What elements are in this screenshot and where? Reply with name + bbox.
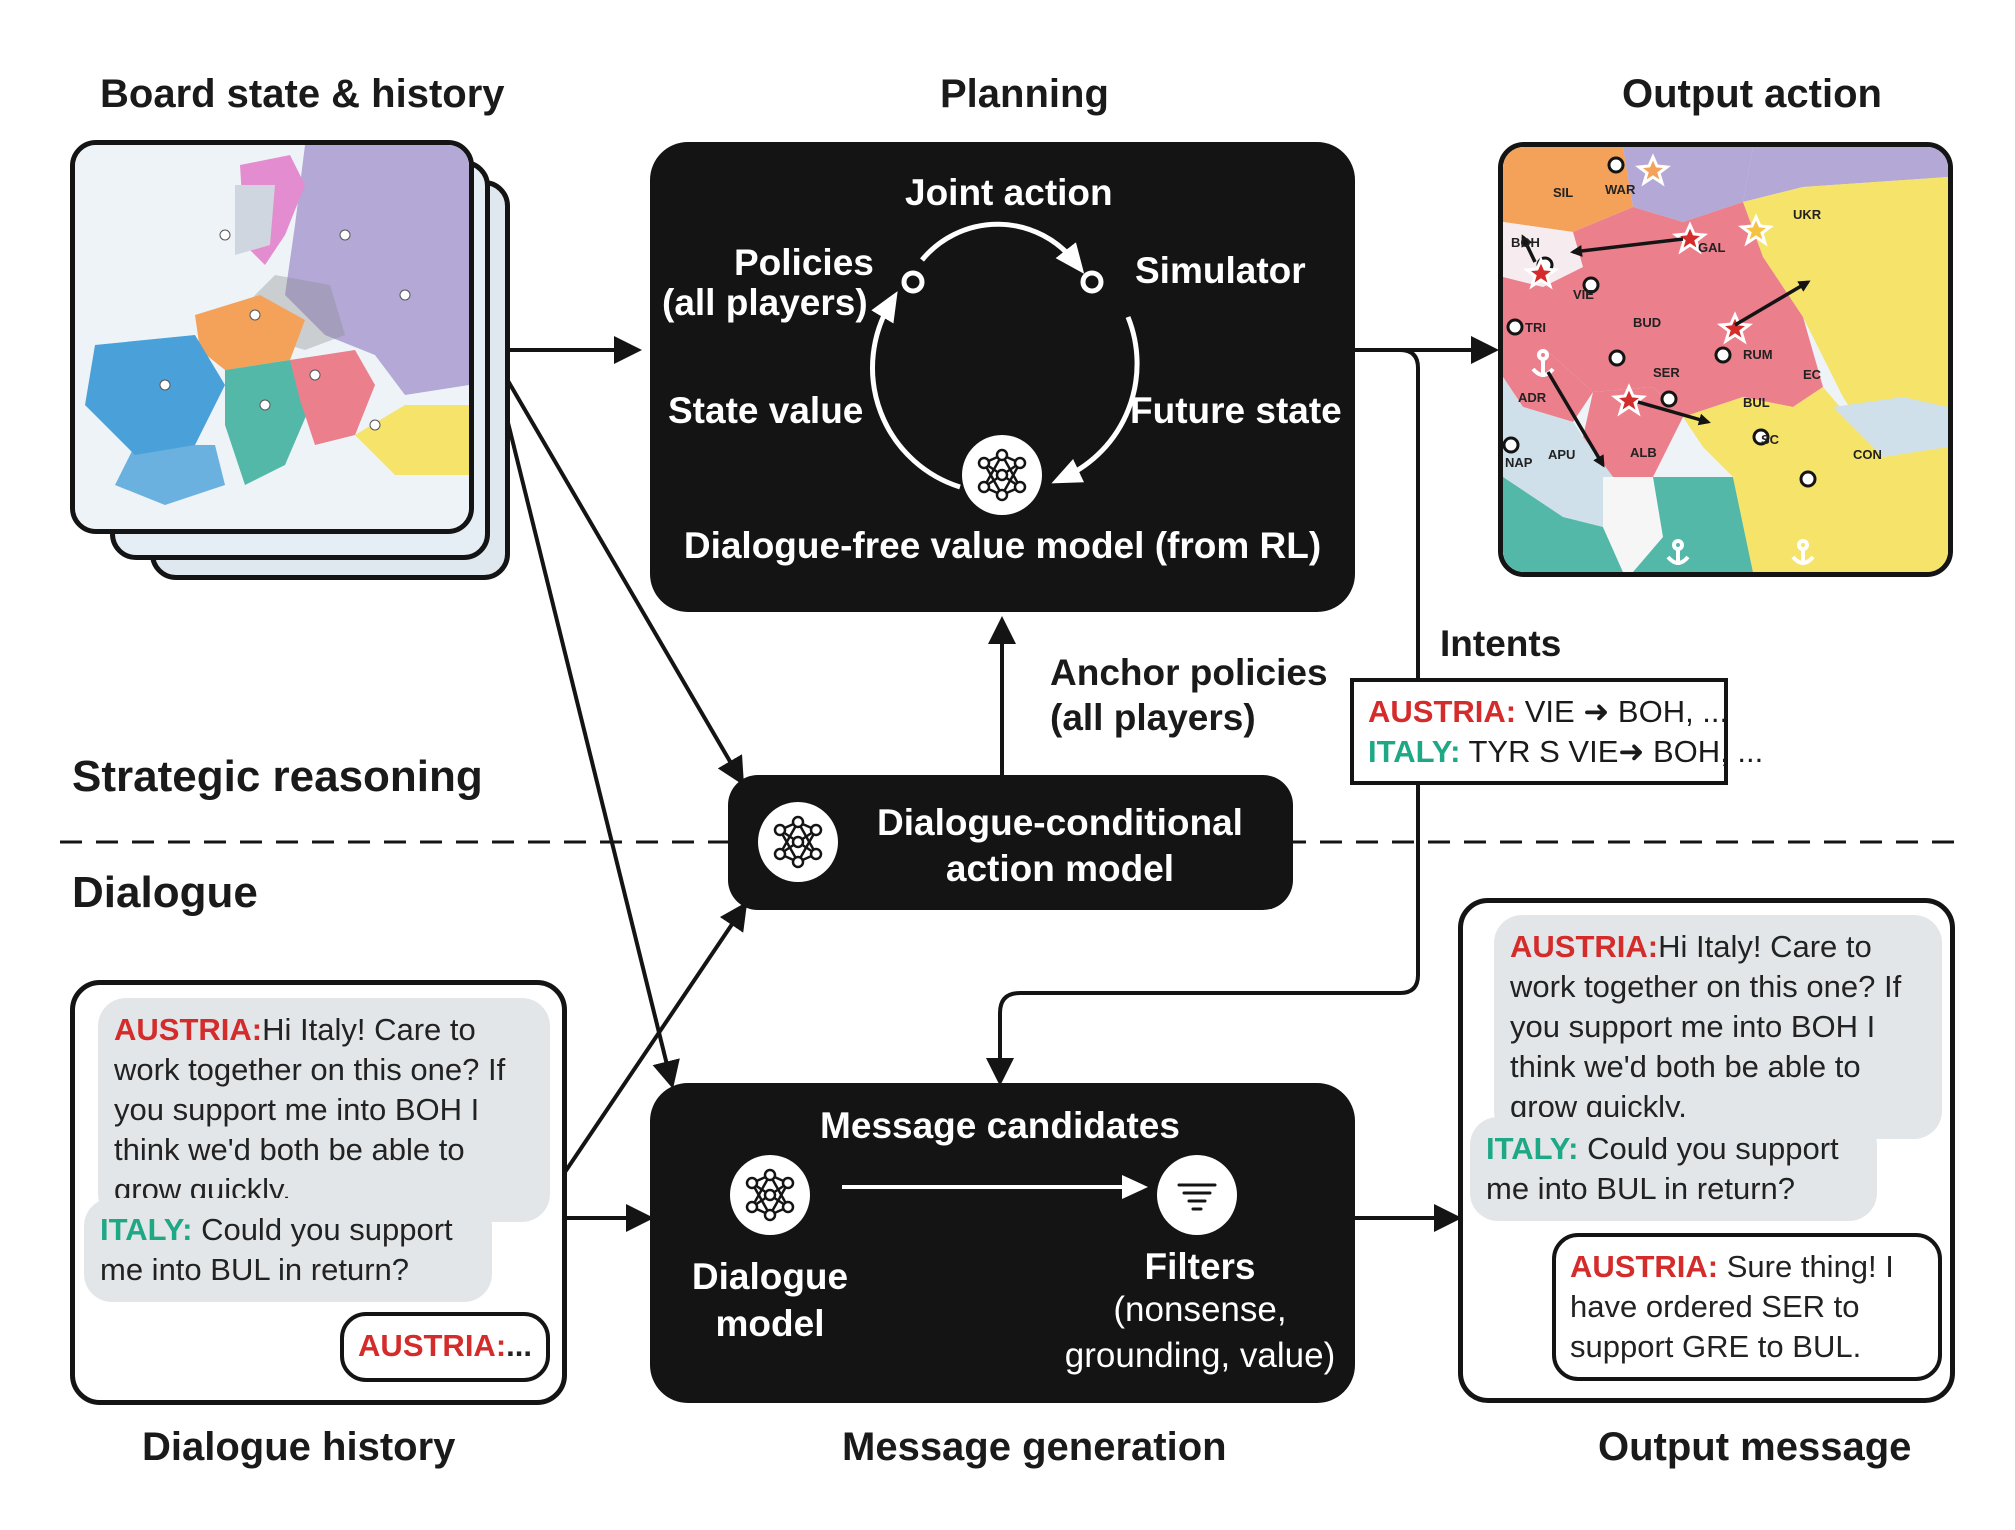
filters-label: Filters <box>1144 1246 1256 1287</box>
filters-sub-line1: (nonsense, <box>1113 1290 1287 1329</box>
map-label: BOH <box>1511 235 1540 250</box>
output-msg3-speaker: AUSTRIA: <box>1570 1249 1719 1284</box>
candidates-arrow <box>842 1175 1148 1199</box>
dialogue-model-label-line1: Dialogue <box>691 1256 849 1297</box>
intent-italy: ITALY: TYR S VIE➜ BOH, ... <box>1368 732 1763 772</box>
planning-cycle <box>870 221 1140 490</box>
filters-icon-wrap <box>1157 1155 1237 1235</box>
map-label: APU <box>1548 447 1575 462</box>
history-msg-austria-2: AUSTRIA:... <box>340 1312 550 1382</box>
action-model-icon <box>758 802 838 882</box>
map-label: ADR <box>1518 390 1547 405</box>
map-label: GAL <box>1698 240 1726 255</box>
neural-network-icon <box>773 815 823 869</box>
map-label: SIL <box>1553 185 1573 200</box>
intent-italy-label: ITALY: <box>1368 734 1461 769</box>
output-action-map: SIL WAR UKR BOH GAL VIE BUD TRI RUM SER … <box>1498 142 1953 577</box>
neural-network-icon <box>977 448 1027 502</box>
intent-austria-text: VIE ➜ BOH, ... <box>1524 694 1729 729</box>
value-model-label: Dialogue-free value model (from RL) <box>683 525 1322 566</box>
map-label: WAR <box>1605 182 1636 197</box>
action-model-label-line1: Dialogue-conditional <box>877 802 1243 843</box>
planning-box <box>650 142 1355 612</box>
map-label: UKR <box>1793 207 1822 222</box>
dialogue-model-icon <box>730 1155 810 1235</box>
state-value-label: State value <box>668 390 864 431</box>
action-model-label-line2: action model <box>945 848 1175 889</box>
intents-title: Intents <box>1440 623 1562 664</box>
message-generation-box <box>650 1083 1355 1403</box>
output-msg-austria-1: AUSTRIA:Hi Italy! Care to work together … <box>1494 915 1942 1139</box>
section-strategic-reasoning: Strategic reasoning <box>72 752 483 801</box>
value-model-icon <box>962 435 1042 515</box>
intents-box: AUSTRIA: VIE ➜ BOH, ... ITALY: TYR S VIE… <box>1350 678 1763 785</box>
policies-label-line1: Policies <box>734 242 874 283</box>
history-msg3-speaker: AUSTRIA: <box>358 1328 507 1363</box>
filter-icon <box>1177 1183 1217 1211</box>
output-msg-austria-2: AUSTRIA: Sure thing! I have ordered SER … <box>1552 1233 1942 1381</box>
output-msg1-text: Hi Italy! Care to work together on this … <box>1510 929 1902 1124</box>
intent-austria-label: AUSTRIA: <box>1368 694 1517 729</box>
output-msg2-speaker: ITALY: <box>1486 1131 1579 1166</box>
header-dialogue-history: Dialogue history <box>142 1425 456 1469</box>
policies-label-line2: (all players) <box>662 282 868 323</box>
joint-action-label: Joint action <box>905 172 1113 213</box>
output-msg3-text: Sure thing! I have ordered SER to suppor… <box>1570 1249 1894 1364</box>
map-label: VIE <box>1573 287 1594 302</box>
header-planning: Planning <box>940 72 1109 116</box>
header-board-state: Board state & history <box>100 72 505 116</box>
map-label: BUL <box>1743 395 1770 410</box>
history-msg-italy: ITALY: Could you support me into BUL in … <box>84 1198 492 1302</box>
message-candidates-label: Message candidates <box>820 1105 1180 1146</box>
output-msg1-speaker: AUSTRIA: <box>1510 929 1659 964</box>
anchor-policies-label-line2: (all players) <box>1050 697 1256 738</box>
intent-italy-text: TYR S VIE➜ BOH, ... <box>1468 734 1764 769</box>
history-msg-austria-1: AUSTRIA:Hi Italy! Care to work together … <box>98 998 550 1222</box>
anchor-icon <box>1531 349 1815 565</box>
star-icon <box>1523 221 1753 417</box>
map-label: EC <box>1803 367 1822 382</box>
filters-sub-line2: grounding, value) <box>1064 1336 1336 1375</box>
history-msg2-text: Could you support me into BUL in return? <box>100 1212 453 1287</box>
board-state-map <box>70 140 474 534</box>
map-label: SER <box>1653 365 1680 380</box>
header-output-action: Output action <box>1622 72 1882 116</box>
map-label: RUM <box>1743 347 1773 362</box>
map-label: TRI <box>1525 320 1546 335</box>
section-dialogue: Dialogue <box>72 868 258 917</box>
output-msg2-text: Could you support me into BUL in return? <box>1486 1131 1839 1206</box>
intent-austria: AUSTRIA: VIE ➜ BOH, ... <box>1368 692 1728 732</box>
dialogue-model-label-line2: model <box>715 1303 825 1344</box>
map-label: ALB <box>1630 445 1657 460</box>
neural-network-icon <box>745 1168 795 1222</box>
map-label: CON <box>1853 447 1882 462</box>
history-msg2-speaker: ITALY: <box>100 1212 193 1247</box>
header-message-generation: Message generation <box>842 1425 1227 1469</box>
anchor-policies-label-line1: Anchor policies <box>1050 652 1328 693</box>
output-msg-italy: ITALY: Could you support me into BUL in … <box>1470 1117 1877 1221</box>
history-msg3-text: ... <box>506 1328 532 1363</box>
map-label: NAP <box>1505 455 1533 470</box>
simulator-label: Simulator <box>1135 250 1306 291</box>
history-msg1-speaker: AUSTRIA: <box>114 1012 263 1047</box>
header-output-message: Output message <box>1598 1425 1912 1469</box>
future-state-label: Future state <box>1130 390 1342 431</box>
history-msg1-text: Hi Italy! Care to work together on this … <box>114 1012 506 1207</box>
map-label: BUD <box>1633 315 1661 330</box>
map-label: SC <box>1761 432 1780 447</box>
